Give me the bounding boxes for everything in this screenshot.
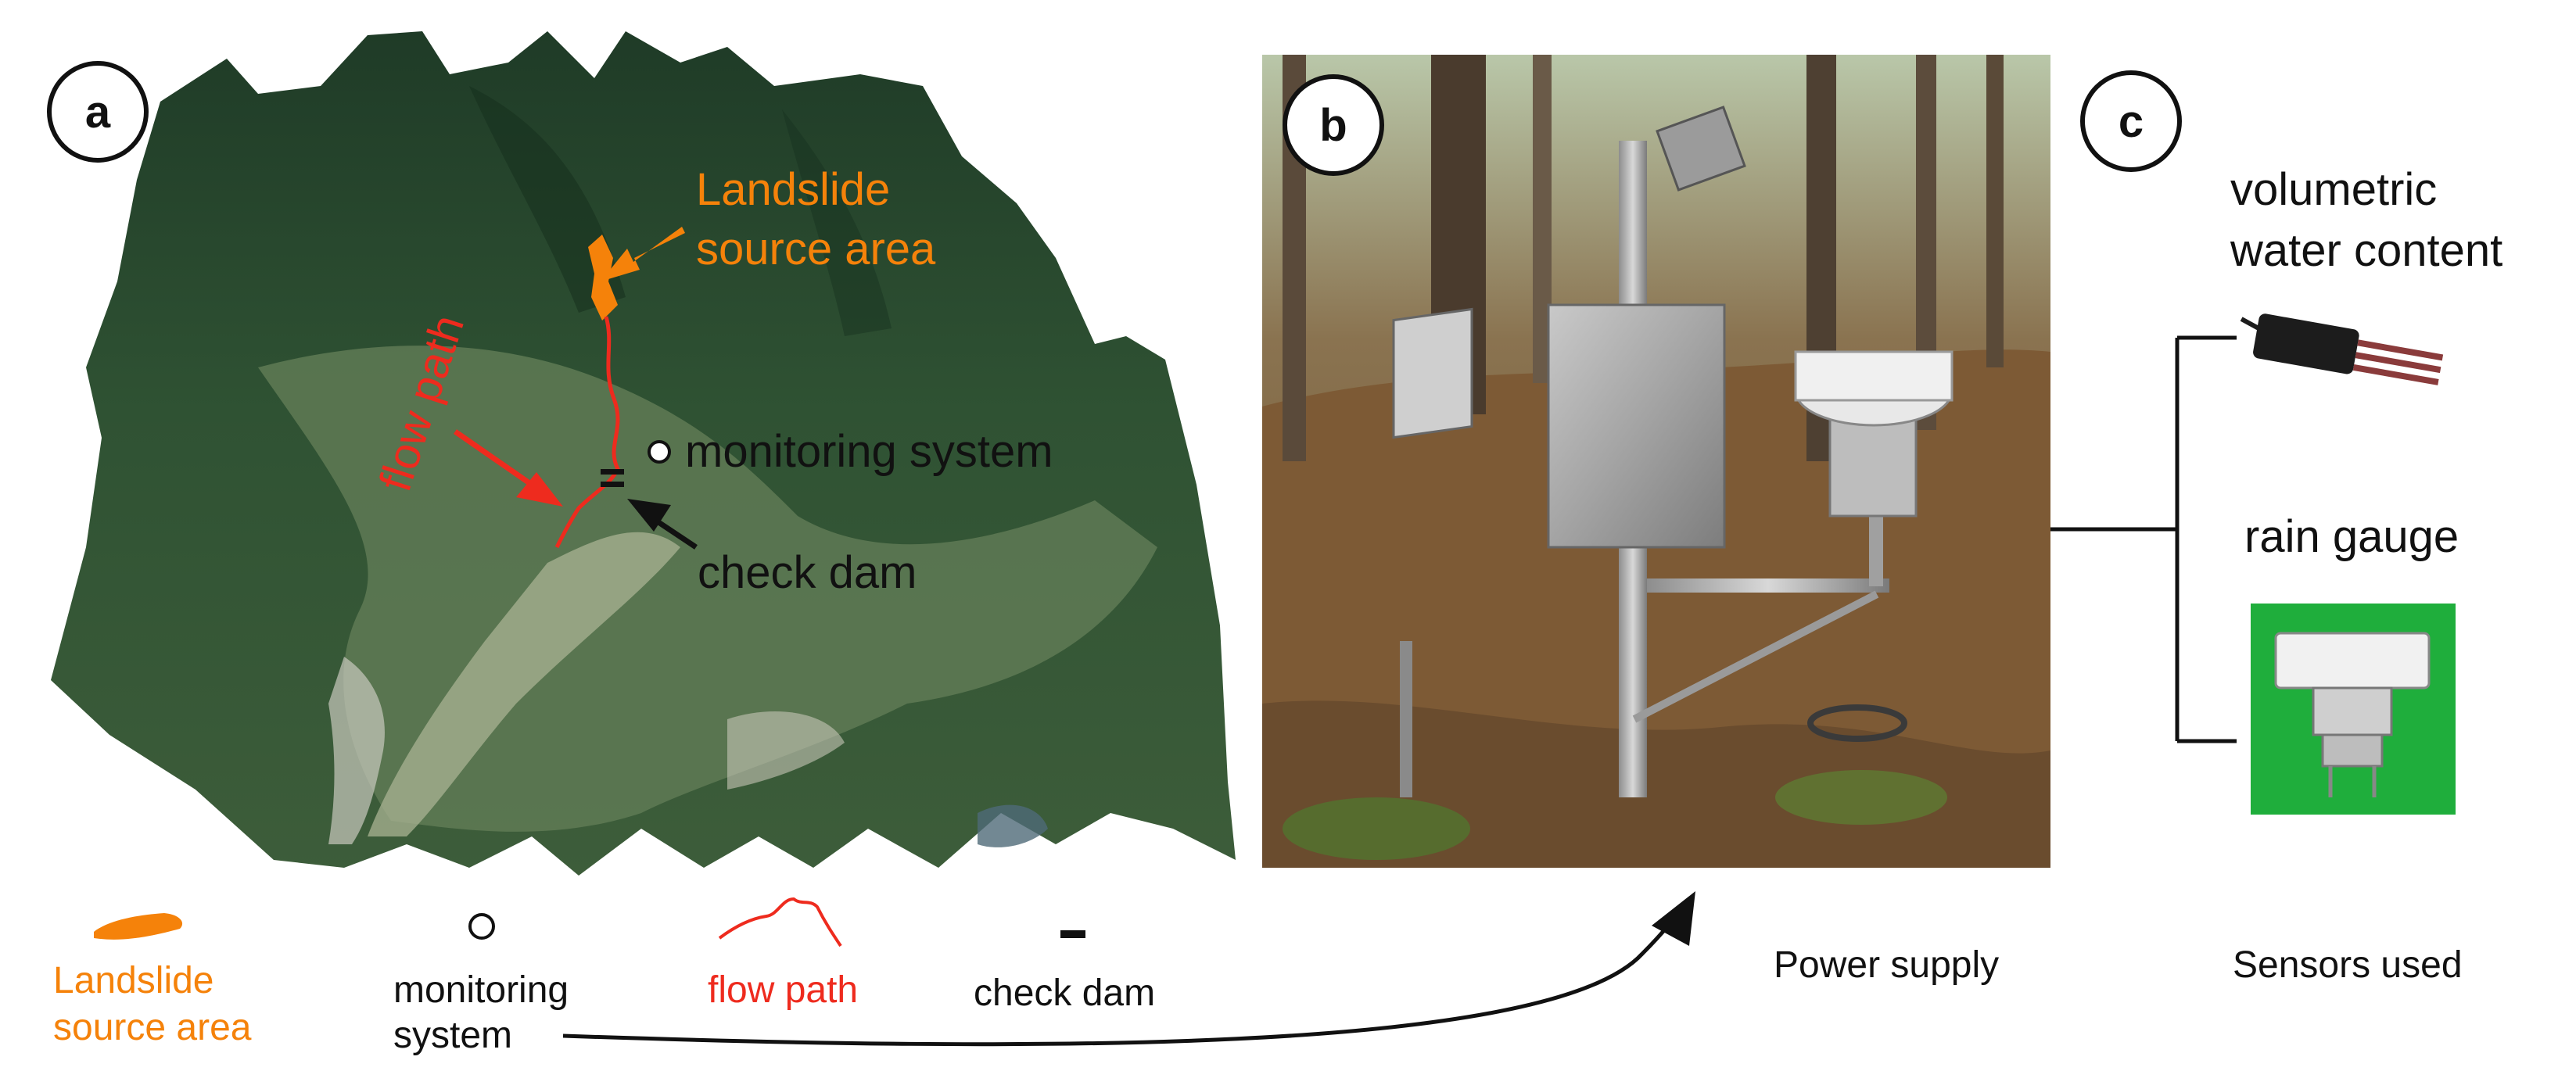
landslide-arrow xyxy=(601,227,685,281)
legend-flow-path-symbol xyxy=(718,897,842,947)
plant-patch-2 xyxy=(1775,770,1947,825)
flow-path-arrow-line xyxy=(454,429,533,487)
power-supply-caption: Power supply xyxy=(1774,944,1999,986)
legend-flow-path-label: flow path xyxy=(708,969,858,1011)
check-dam-arrow-head xyxy=(627,499,671,532)
sensor-bracket xyxy=(2050,335,2237,743)
monitoring-system-point xyxy=(648,440,671,464)
panel-c-sensors: c volumetric water content rain gauge xyxy=(2050,70,2502,815)
reservoir xyxy=(978,804,1048,847)
landslide-source-label-line1: Landslide xyxy=(696,164,890,215)
legend-check-dam-symbol xyxy=(1060,930,1085,938)
flow-path-line xyxy=(554,316,620,549)
panel-b-label: b xyxy=(1319,100,1347,151)
ridge-shadow xyxy=(469,86,626,313)
panel-c-label-circle xyxy=(2080,70,2182,172)
soil-moisture-label-line2: water content xyxy=(2230,225,2502,276)
panel-a-terrain-map: Landslide source area flow path monitori… xyxy=(47,31,1236,876)
panel-a-label-circle xyxy=(47,61,149,163)
panel-b-label-circle xyxy=(1283,74,1384,176)
strut xyxy=(1632,590,1879,723)
rain-gauge-icon xyxy=(2274,632,2431,797)
side-enclosure-post xyxy=(1400,641,1412,797)
legend-landslide-label-line1: Landslide xyxy=(53,960,214,1001)
main-enclosure xyxy=(1547,303,1726,549)
monitoring-system-label: monitoring system xyxy=(685,426,1053,477)
soil-moisture-label-line1: volumetric xyxy=(2230,164,2437,215)
support-arm xyxy=(1647,578,1889,593)
check-dam-label: check dam xyxy=(698,547,917,598)
soil-moisture-probe-icon xyxy=(2240,313,2444,385)
ground-ring xyxy=(1807,704,1907,742)
landslide-source-shape xyxy=(588,235,618,321)
rain-gauge-ribs xyxy=(1794,350,1954,402)
monitoring-to-photo-arrow xyxy=(562,909,1683,1047)
legend-monitoring-label-line2: system xyxy=(393,1015,512,1056)
sensors-used-caption: Sensors used xyxy=(2233,944,2463,986)
check-dam-mark xyxy=(601,469,624,475)
tree-trunk-5 xyxy=(1986,55,2004,367)
plant-patch xyxy=(1283,797,1470,860)
top-sensor-box xyxy=(1656,106,1746,192)
legend-check-dam-label: check dam xyxy=(974,972,1155,1014)
legend-monitoring-symbol xyxy=(468,913,495,940)
check-dam-mark-2 xyxy=(601,482,624,487)
ridge-shadow-2 xyxy=(782,109,892,336)
valley-floor xyxy=(368,532,680,836)
side-enclosure xyxy=(1392,307,1473,439)
legend-monitoring-label-line1: monitoring xyxy=(393,969,569,1011)
village-area xyxy=(328,657,385,844)
legend: Landslide source area monitoring system … xyxy=(53,897,1155,1056)
flow-path-arrow-head xyxy=(516,472,563,507)
monitoring-to-photo-arrow-head xyxy=(1652,891,1695,946)
landslide-source-label-line2: source area xyxy=(696,224,936,274)
panel-c-label: c xyxy=(2119,96,2144,147)
panel-b-station-photo: b xyxy=(1262,55,2050,869)
rain-gauge-label: rain gauge xyxy=(2244,511,2459,562)
legend-landslide-label-line2: source area xyxy=(53,1007,252,1048)
legend-landslide-symbol xyxy=(94,913,183,940)
village-area-2 xyxy=(727,711,845,790)
rain-gauge-body xyxy=(1828,413,1918,518)
panel-a-label: a xyxy=(85,87,111,138)
